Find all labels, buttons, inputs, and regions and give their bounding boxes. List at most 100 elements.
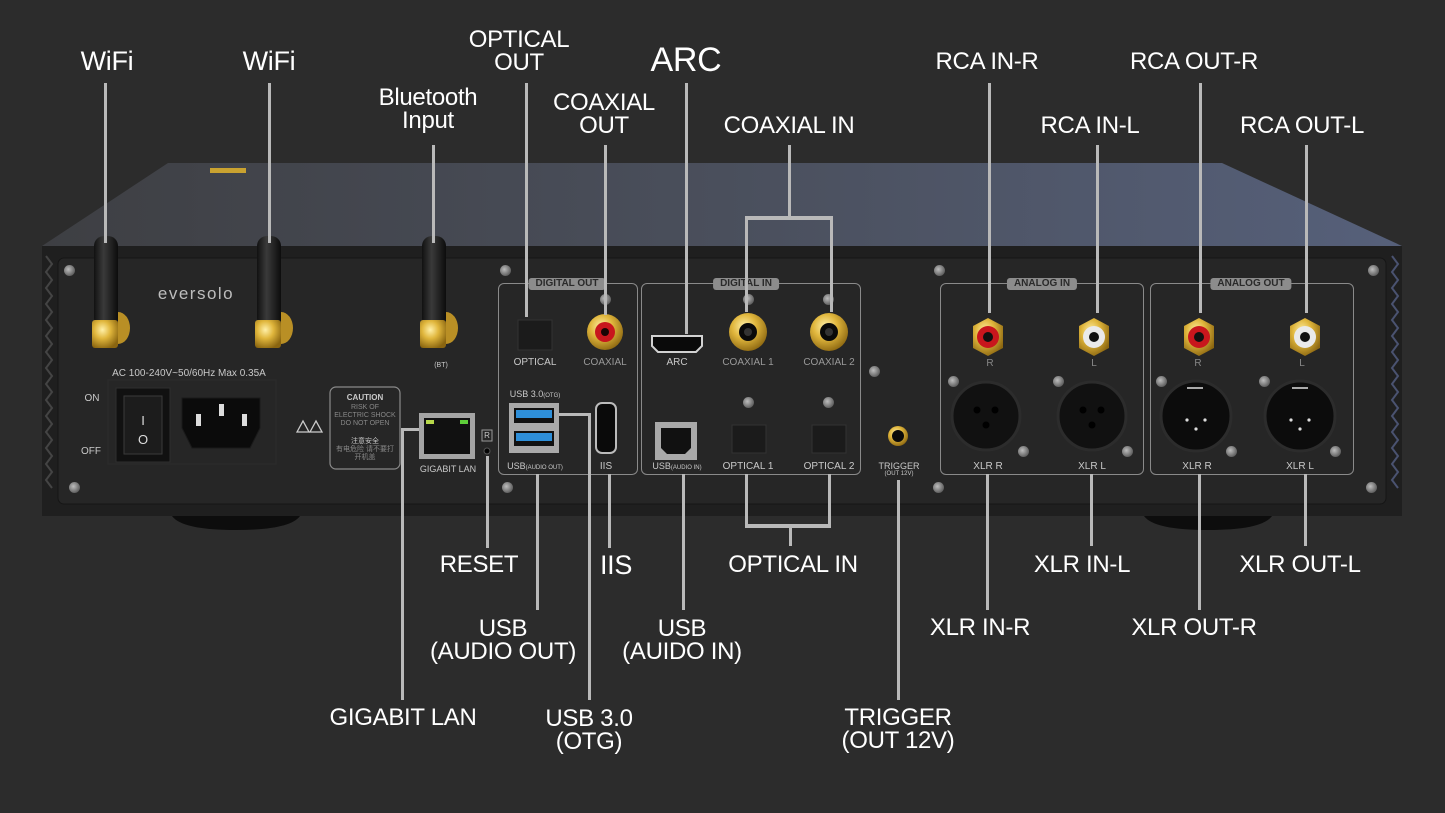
callout-text: RESET: [439, 551, 519, 578]
callout-text: OUT: [579, 111, 629, 139]
callout-text: IIS: [599, 550, 633, 580]
leader-usb3-otg: [588, 413, 591, 700]
screw: [1226, 446, 1237, 457]
port-label-optical: OPTICAL: [513, 357, 557, 368]
usb-out-sub: (AUDIO OUT): [525, 465, 563, 471]
screw: [500, 265, 511, 276]
caution-cn-title: 注意安全: [351, 438, 379, 445]
lan-label: GIGABIT LAN: [419, 464, 477, 474]
leader-xlr-out-l: [1304, 474, 1307, 546]
xlr-out-r-jack: [1159, 379, 1233, 453]
switch-mark-off: O: [137, 432, 149, 447]
screw: [1259, 376, 1270, 387]
leader-optical-in-bar: [745, 524, 831, 528]
callout-usb-3-otg: USB 3.0(OTG): [545, 707, 633, 755]
callout-text: USB: [478, 615, 528, 642]
brand-logo: eversolo: [157, 284, 235, 303]
callout-text: COAXIAL IN: [723, 112, 855, 139]
callout-text: WiFi: [80, 46, 134, 76]
digital-in-panel: [641, 283, 861, 475]
leader-iis: [608, 474, 611, 548]
rca-in-r-jack: [973, 318, 1003, 356]
reset-mark: R: [484, 431, 490, 440]
callout-text: RCA OUT-R: [1130, 48, 1258, 75]
warning-triangle-icon: [295, 419, 311, 433]
callout-text: RCA IN-L: [1040, 112, 1140, 139]
analog-out-panel: [1150, 283, 1354, 475]
callout-text: GIGABIT LAN: [329, 704, 477, 731]
callout-text: COAXIAL: [553, 89, 655, 116]
callout-text: (OTG): [555, 727, 623, 755]
callout-xlr-in-l: XLR IN-L: [1034, 553, 1131, 577]
xlr-out-l-jack: [1263, 379, 1337, 453]
callout-text: (AUIDO IN): [622, 637, 742, 665]
hdmi-arc-port: [651, 335, 703, 353]
leader-coaxial-in-2: [830, 216, 833, 312]
foot-right: [1144, 516, 1272, 530]
callout-trigger-out-12v: TRIGGER(OUT 12V): [842, 706, 955, 753]
leader-coaxial-in-1: [745, 216, 748, 312]
port-label-optical-1: OPTICAL 1: [722, 461, 774, 472]
leader-wifi-1: [104, 83, 107, 243]
leader-coaxial-out: [604, 145, 607, 315]
reset-pinhole: [483, 447, 491, 455]
leader-gigabit-lan-h: [401, 428, 419, 431]
callout-rca-in-r: RCA IN-R: [936, 50, 1039, 74]
callout-text: OPTICAL: [468, 26, 570, 53]
callout-optical-in: OPTICAL IN: [728, 553, 858, 577]
screw: [1368, 265, 1379, 276]
callout-usb-audio-in: USB(AUIDO IN): [622, 617, 742, 665]
usb-out-text: USB: [507, 461, 526, 471]
callout-xlr-out-r: XLR OUT-R: [1131, 616, 1257, 640]
rca-out-l-jack: [1290, 318, 1320, 356]
callout-rca-out-l: RCA OUT-L: [1240, 112, 1364, 139]
screw: [1366, 482, 1377, 493]
iis-port: [595, 402, 617, 454]
port-label-trigger-sub: (OUT 12V): [884, 471, 914, 477]
callout-coaxial-in: COAXIAL IN: [723, 112, 855, 139]
xlr-in-r-jack: [950, 380, 1022, 452]
foot-left: [172, 516, 300, 530]
callout-xlr-out-l: XLR OUT-L: [1239, 553, 1361, 577]
xlr-in-l-jack: [1056, 380, 1128, 452]
leader-coaxial-in-bar: [745, 216, 833, 220]
leader-rca-out-r: [1199, 83, 1202, 313]
warning-triangle-icon-2: [308, 419, 324, 433]
callout-text: XLR IN-R: [929, 614, 1031, 641]
callout-wifi-1: WiFi: [80, 46, 134, 76]
digital-out-panel: [498, 283, 638, 475]
port-label-out-r: R: [1194, 358, 1202, 369]
leader-usb3-otg-h: [559, 413, 591, 416]
iec-power-inlet: [181, 397, 261, 449]
port-label-usb-audio-out: USB(AUDIO OUT): [507, 461, 563, 471]
antenna-wifi-2: [255, 236, 293, 348]
leader-arc: [685, 83, 688, 334]
leader-optical-in-stem: [789, 524, 792, 546]
port-label-coaxial: COAXIAL: [583, 357, 627, 368]
switch-off-label: OFF: [81, 446, 101, 457]
usb30-sub: (OTG): [543, 393, 561, 399]
screw: [1018, 446, 1029, 457]
callout-text: OUT: [494, 48, 544, 76]
leader-bluetooth: [432, 145, 435, 243]
port-label-usb-audio-in: USB(AUDIO IN): [652, 461, 701, 471]
optical-in-2-port: [811, 424, 847, 454]
leader-optical-in-1: [745, 474, 748, 526]
leader-usb-audio-out: [536, 474, 539, 610]
leader-usb-audio-in: [682, 474, 685, 610]
callout-usb-audio-out: USB(AUDIO OUT): [430, 615, 576, 664]
callout-wifi-2: WiFi: [242, 46, 296, 76]
port-label-out-l: L: [1299, 358, 1305, 369]
callout-text: RCA OUT-L: [1240, 112, 1364, 139]
caution-title: CAUTION: [346, 393, 384, 402]
screw: [1330, 446, 1341, 457]
callout-iis: IIS: [599, 550, 633, 580]
port-label-optical-2: OPTICAL 2: [803, 461, 855, 472]
leader-trigger: [897, 480, 900, 700]
port-label-xlr-out-r: XLR R: [1182, 461, 1212, 472]
callout-text: WiFi: [242, 46, 296, 76]
callout-xlr-in-r: XLR IN-R: [929, 614, 1031, 641]
leader-xlr-in-l: [1090, 474, 1093, 546]
